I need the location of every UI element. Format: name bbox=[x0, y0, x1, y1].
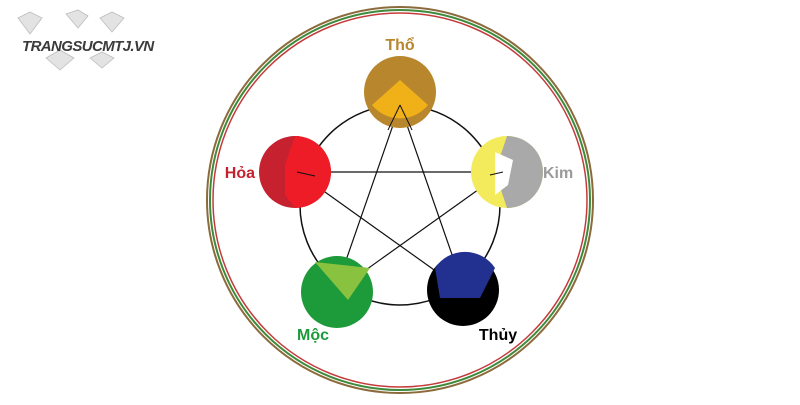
label-kim: Kim bbox=[543, 165, 573, 182]
label-tho: Thổ bbox=[385, 36, 415, 54]
outer-border bbox=[206, 6, 594, 394]
element-thuy bbox=[427, 251, 499, 326]
element-moc bbox=[301, 256, 373, 328]
element-tho bbox=[364, 56, 436, 128]
brand-logo: TRANGSUCMTJ.VN bbox=[8, 8, 168, 72]
logo-text: TRANGSUCMTJ.VN bbox=[22, 38, 154, 55]
diamond-icon bbox=[17, 9, 125, 71]
cycle-arrow-hoa-tho bbox=[334, 112, 357, 133]
star-overlay bbox=[296, 104, 504, 177]
label-thuy: Thủy bbox=[479, 327, 517, 344]
label-hoa: Hỏa bbox=[225, 165, 255, 182]
label-moc: Mộc bbox=[297, 327, 329, 344]
element-hoa bbox=[259, 136, 331, 208]
element-kim bbox=[471, 136, 543, 208]
cycle-arrow-kim-thuy bbox=[491, 225, 500, 250]
